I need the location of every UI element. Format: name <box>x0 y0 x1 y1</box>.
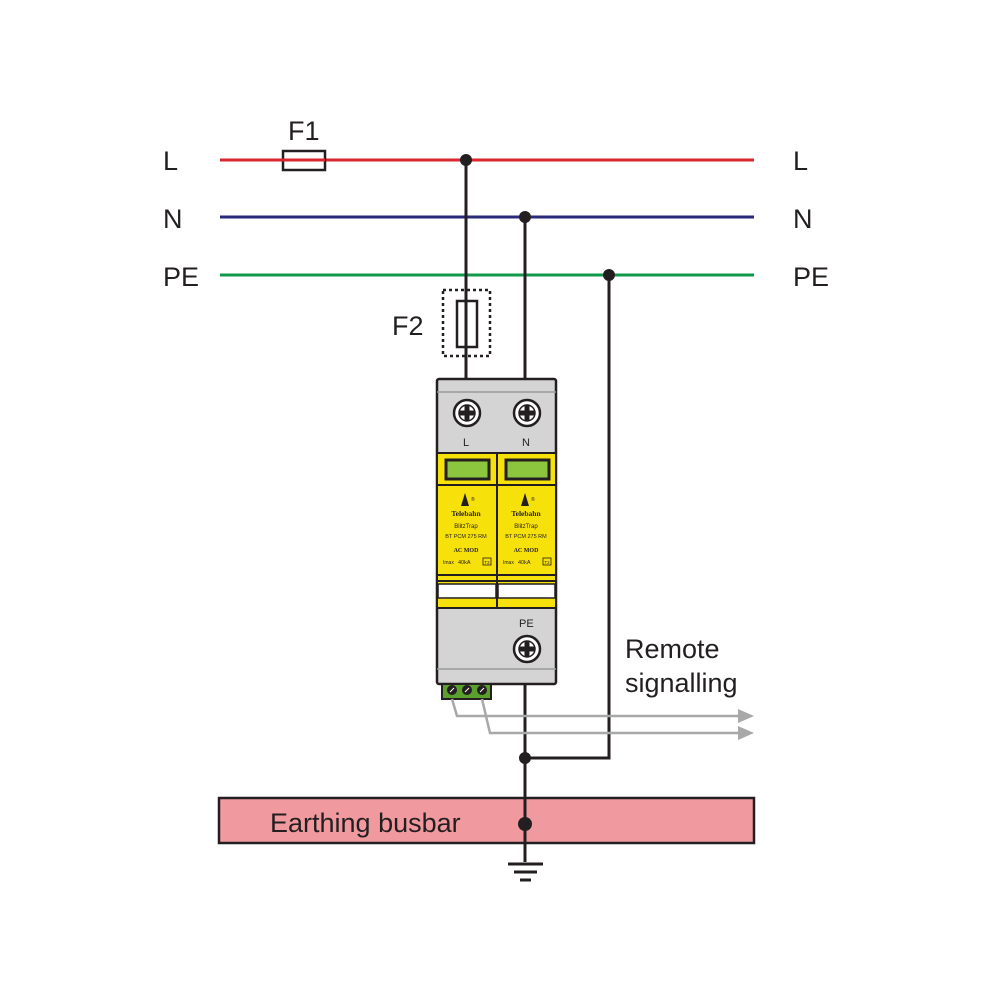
surge-protection-device: L N ® Telebahn BlitzTrap BT PCM 275 RM A… <box>435 377 558 700</box>
junction-earth <box>519 752 531 764</box>
fuse-f1-label: F1 <box>288 116 320 146</box>
right-label-PE: PE <box>793 262 829 292</box>
remote-signal-connector <box>441 683 492 700</box>
imax-label: Imax <box>503 560 514 566</box>
junction-PE <box>603 269 615 281</box>
screw-terminal-icon <box>512 634 542 664</box>
wire-PE-drop <box>525 275 611 760</box>
earthing-busbar <box>217 796 756 845</box>
brand-logo-icon <box>521 493 529 506</box>
screw-terminal-icon <box>512 398 542 428</box>
junction-L <box>460 154 472 166</box>
model-name: BT PCM 275 RM <box>445 534 487 540</box>
product-name: BlitzTrap <box>514 524 538 530</box>
svg-text:®: ® <box>531 496 535 503</box>
fuse-f1: F1 <box>220 116 327 172</box>
terminal-label-PE: PE <box>519 618 534 630</box>
ground-symbol-icon <box>508 862 543 882</box>
terminal-label-N: N <box>522 437 530 449</box>
imax-label: Imax <box>443 560 454 566</box>
signal-wire-1 <box>450 698 740 718</box>
fuse-f2: F2 <box>392 288 492 358</box>
imax-value: 40kA <box>458 560 471 566</box>
module-L: ® Telebahn BlitzTrap BT PCM 275 RM AC MO… <box>443 493 492 566</box>
status-indicator <box>444 458 491 481</box>
left-label-PE: PE <box>163 262 199 292</box>
class-badge: T2 <box>544 560 550 565</box>
product-name: BlitzTrap <box>454 524 478 530</box>
right-label-N: N <box>793 204 813 234</box>
remote-signalling-label-line1: Remote <box>625 634 720 664</box>
arrow-right-icon <box>738 709 754 723</box>
brand-name: Telebahn <box>451 509 481 518</box>
model-name: BT PCM 275 RM <box>505 534 547 540</box>
left-label-L: L <box>163 146 178 176</box>
fuse-f2-label: F2 <box>392 311 424 341</box>
arrow-right-icon <box>738 726 754 740</box>
svg-text:®: ® <box>471 496 475 503</box>
status-indicator <box>504 458 551 481</box>
earthing-busbar-label: Earthing busbar <box>270 808 461 838</box>
remote-signalling-label-line2: signalling <box>625 668 738 698</box>
signal-wire-2 <box>480 698 740 735</box>
terminal-label-L: L <box>463 437 469 449</box>
module-type: AC MOD <box>454 548 479 554</box>
module-type: AC MOD <box>514 548 539 554</box>
screw-terminal-icon <box>452 398 482 428</box>
class-badge: T2 <box>484 560 490 565</box>
right-label-L: L <box>793 146 808 176</box>
imax-value: 40kA <box>518 560 531 566</box>
brand-name: Telebahn <box>511 509 541 518</box>
module-N: ® Telebahn BlitzTrap BT PCM 275 RM AC MO… <box>503 493 552 566</box>
brand-logo-icon <box>461 493 469 506</box>
junction-busbar <box>518 817 532 831</box>
junction-N <box>519 211 531 223</box>
left-label-N: N <box>163 204 183 234</box>
